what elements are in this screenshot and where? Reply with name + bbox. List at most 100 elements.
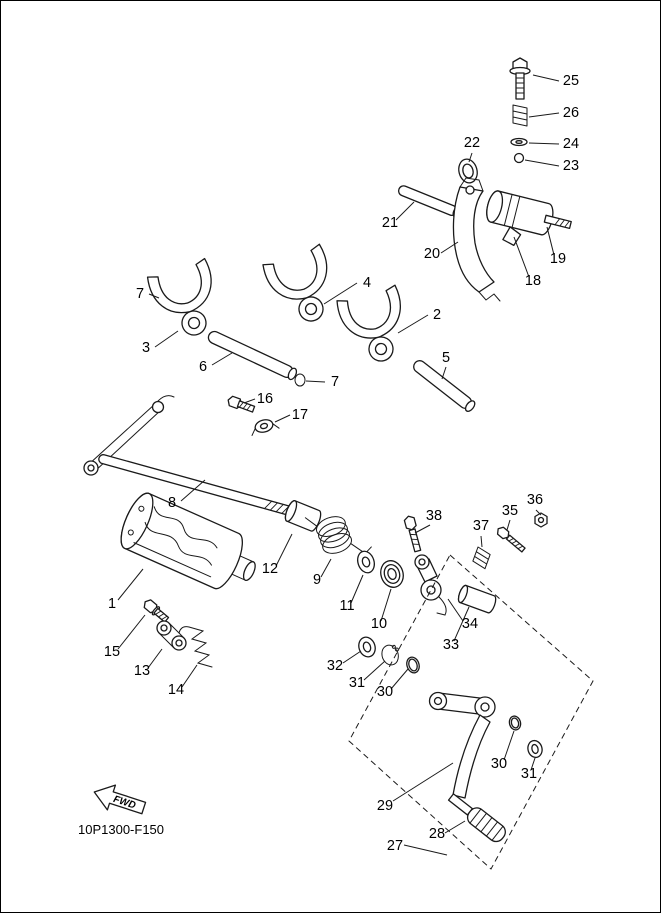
bolt-35: [496, 526, 526, 553]
part-number-17: 17: [292, 407, 308, 423]
dashed-group-outline: [348, 554, 594, 870]
shift-shaft-assembly-18-19: [486, 190, 572, 247]
part-number-7: 7: [136, 286, 144, 302]
part-number-38: 38: [426, 508, 442, 524]
spring-37: [472, 546, 491, 570]
leader-line: [392, 762, 454, 802]
circlip-7-lower: [294, 373, 306, 387]
leader-line: [530, 757, 536, 771]
part-number-27: 27: [387, 838, 403, 854]
part-number-32: 32: [327, 658, 343, 674]
leader-line: [441, 366, 447, 380]
stopper-lever-34: [414, 554, 447, 616]
shift-arm-20: [452, 177, 501, 302]
leader-line: [414, 524, 431, 534]
part-number-34: 34: [462, 616, 478, 632]
part-number-26: 26: [563, 105, 579, 121]
part-number-1: 1: [108, 596, 116, 612]
part-number-6: 6: [199, 359, 207, 375]
leader-line: [535, 509, 542, 516]
part-number-30: 30: [377, 684, 393, 700]
leader-line: [274, 414, 291, 423]
fork-guide-bar-6: [207, 330, 298, 381]
part-number-10: 10: [371, 616, 387, 632]
leader-layer: [117, 74, 560, 856]
leader-line: [528, 142, 560, 145]
leader-line: [397, 314, 429, 334]
part-number-2: 2: [433, 307, 441, 323]
collar-33: [457, 584, 497, 614]
leader-line: [546, 226, 555, 256]
part-number-21: 21: [382, 215, 398, 231]
part-number-3: 3: [142, 340, 150, 356]
leader-line: [440, 241, 459, 254]
ball-23: [513, 152, 525, 164]
shaft-21: [397, 185, 461, 218]
leader-line: [403, 844, 448, 856]
bolt-15: [143, 599, 170, 623]
part-number-16: 16: [257, 391, 273, 407]
leader-line: [342, 650, 362, 664]
leader-line: [211, 352, 233, 366]
leader-line: [117, 568, 144, 601]
part-number-23: 23: [563, 158, 579, 174]
part-number-29: 29: [377, 798, 393, 814]
leader-line: [148, 293, 160, 299]
part-number-15: 15: [104, 644, 120, 660]
shift-cam-drum-1: [120, 492, 256, 590]
o-ring-30-left: [406, 656, 420, 674]
washer-11: [357, 550, 375, 574]
leader-line: [320, 558, 332, 578]
circlip-31-left: [381, 644, 399, 666]
nut-36: [534, 512, 548, 528]
part-number-11: 11: [339, 598, 354, 614]
bolt-16: [227, 395, 256, 413]
leader-line: [243, 398, 256, 404]
shift-rod-8: [98, 454, 296, 517]
part-number-12: 12: [262, 561, 278, 577]
part-number-20: 20: [424, 246, 440, 262]
shift-lever-arm: [83, 395, 175, 476]
leader-line: [380, 588, 392, 622]
part-number-8: 8: [168, 495, 176, 511]
leader-line: [506, 519, 511, 531]
leader-line: [181, 664, 198, 688]
fwd-label: FWD: [112, 794, 137, 812]
part-number-31: 31: [349, 675, 365, 691]
leader-line: [532, 74, 560, 82]
leader-line: [363, 660, 386, 681]
part-number-36: 36: [527, 492, 543, 508]
clip-17: [251, 419, 280, 436]
part-number-5: 5: [442, 350, 450, 366]
leader-line: [480, 535, 483, 548]
washer-32: [358, 636, 376, 658]
leader-line: [453, 606, 470, 642]
spring-14: [178, 626, 213, 668]
part-number-7: 7: [331, 374, 339, 390]
part-number-35: 35: [502, 503, 518, 519]
leader-line: [444, 820, 466, 834]
leader-line: [180, 479, 206, 502]
leader-line: [395, 201, 415, 221]
link-13: [156, 620, 187, 651]
part-number-25: 25: [563, 73, 579, 89]
spring-26: [512, 104, 528, 127]
part-number-13: 13: [134, 663, 150, 679]
leader-line: [468, 152, 473, 163]
fwd-arrow: FWD: [93, 784, 147, 815]
collar-12: [284, 500, 322, 532]
leader-line: [305, 380, 326, 383]
leader-line: [323, 282, 358, 305]
leader-line: [275, 533, 293, 567]
leader-line: [117, 614, 146, 650]
part-number-18: 18: [525, 273, 541, 289]
part-number-28: 28: [429, 826, 445, 842]
part-number-22: 22: [464, 135, 480, 151]
bolt-25: [509, 57, 531, 100]
shift-pedal-assembly: [428, 691, 506, 843]
part-number-37: 37: [473, 518, 489, 534]
part-number-14: 14: [168, 682, 184, 698]
o-ring-30-right: [508, 715, 522, 731]
callout-layer: 1234567789101112131415161718192021222324…: [104, 73, 579, 854]
